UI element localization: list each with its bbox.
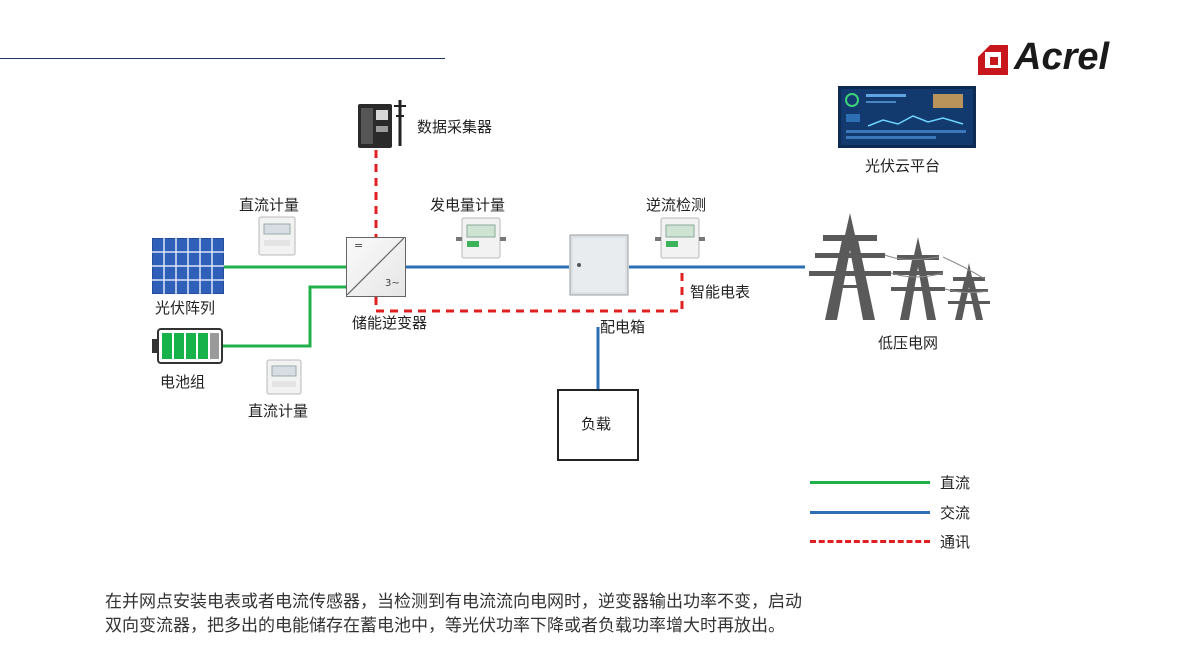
cloud-platform-screen	[838, 86, 976, 148]
description-line-2: 双向变流器，把多出的电能储存在蓄电池中，等光伏功率下降或者负载功率增大时再放出。	[105, 616, 785, 636]
dc-line-battery	[222, 285, 346, 348]
inverter-dc-symbol: =	[354, 239, 364, 252]
acrel-logo-mark	[978, 45, 1008, 75]
legend-ac-label: 交流	[940, 504, 971, 522]
pv-array-label: 光伏阵列	[155, 299, 216, 317]
gen-meter-label: 发电量计量	[430, 196, 506, 214]
header-rule	[0, 58, 445, 59]
legend-ac-swatch	[810, 511, 930, 514]
load-label: 负载	[581, 415, 612, 433]
dc-meter-top-label: 直流计量	[239, 196, 300, 214]
brand-name: Acrel	[1014, 36, 1110, 78]
inverter-label: 储能逆变器	[352, 314, 428, 332]
battery-label: 电池组	[160, 373, 206, 391]
acrel-logo: Acrel	[976, 36, 1146, 82]
cloud-label: 光伏云平台	[865, 157, 941, 175]
load-box: 负载	[557, 389, 639, 461]
battery-icon	[152, 328, 223, 364]
description-line-1: 在并网点安装电表或者电流传感器，当检测到有电流流向电网时，逆变器输出功率不变，启…	[105, 592, 802, 612]
distribution-box-icon	[569, 234, 629, 296]
reverse-meter-icon	[655, 217, 705, 259]
legend: 直流 交流 通讯	[808, 470, 1008, 560]
inverter-box: = 3~	[346, 237, 406, 297]
comm-line-meter	[374, 270, 684, 313]
reverse-detect-label: 逆流检测	[646, 196, 707, 214]
smart-meter-label: 智能电表	[690, 283, 751, 301]
legend-dc-label: 直流	[940, 474, 971, 492]
inverter-diagonal	[347, 238, 404, 295]
legend-comm-label: 通讯	[940, 533, 971, 551]
dc-meter-bottom-icon	[266, 359, 302, 395]
dc-meter-bottom-label: 直流计量	[248, 402, 309, 420]
gen-meter-icon	[456, 217, 506, 259]
data-collector-icon	[358, 100, 406, 148]
collector-label: 数据采集器	[417, 118, 493, 136]
dist-box-label: 配电箱	[600, 318, 646, 336]
legend-dc-swatch	[810, 481, 930, 484]
dc-meter-top-icon	[258, 216, 296, 256]
pv-array-icon	[152, 238, 224, 294]
grid-tower-icon	[809, 213, 990, 320]
legend-comm-swatch	[810, 540, 930, 543]
grid-label: 低压电网	[878, 334, 939, 352]
inverter-ac-symbol: 3~	[385, 278, 400, 289]
